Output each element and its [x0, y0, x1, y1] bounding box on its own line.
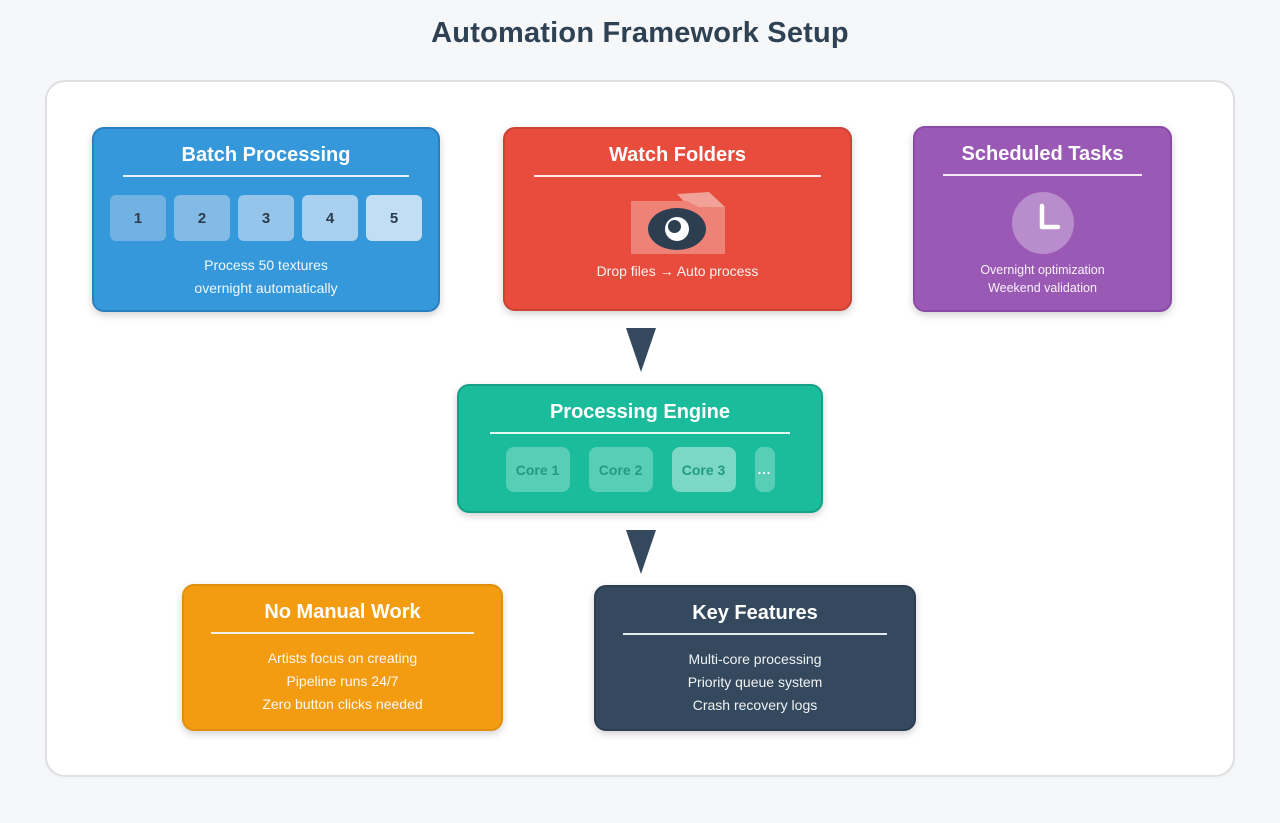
watch-title: Watch Folders	[608, 144, 747, 166]
scheduled-caption-line: Overnight optimization	[980, 263, 1105, 277]
down-arrow-to-results	[626, 530, 656, 574]
manual-caption-line: Zero button clicks needed	[262, 696, 423, 712]
scheduled-caption: Overnight optimization Weekend validatio…	[980, 261, 1104, 297]
title-underline	[489, 432, 791, 434]
batch-tile-2: 2	[174, 195, 230, 241]
box-processing-engine: Processing Engine Core 1 Core 2 Core 3 .…	[457, 384, 823, 513]
batch-tile-5: 5	[366, 195, 422, 241]
down-arrow-to-engine	[626, 328, 656, 372]
watch-folder-eye-icon	[630, 192, 725, 254]
watch-caption: Drop files → Auto process	[596, 263, 759, 279]
box-key-features: Key Features Multi-core processing Prior…	[594, 585, 916, 731]
manual-title: No Manual Work	[264, 601, 421, 623]
batch-tiles: 1 2 3 4 5	[110, 195, 422, 241]
batch-caption: Process 50 textures overnight automatica…	[194, 254, 337, 300]
features-caption-line: Priority queue system	[687, 674, 823, 690]
engine-cores: Core 1 Core 2 Core 3 ...	[505, 447, 775, 492]
scheduled-caption-line: Weekend validation	[988, 281, 1097, 295]
box-batch-processing: Batch Processing 1 2 3 4 5 Process 50 te…	[92, 127, 440, 312]
diagram-board: Batch Processing 1 2 3 4 5 Process 50 te…	[45, 80, 1235, 777]
scheduled-title: Scheduled Tasks	[961, 143, 1124, 165]
batch-caption-line: overnight automatically	[194, 280, 338, 296]
features-caption: Multi-core processing Priority queue sys…	[688, 648, 823, 717]
title-underline	[623, 633, 887, 635]
engine-title: Processing Engine	[549, 401, 731, 423]
core-more-chip: ...	[754, 447, 775, 492]
batch-tile-4: 4	[302, 195, 358, 241]
batch-tile-3: 3	[238, 195, 294, 241]
core-chip-2: Core 2	[588, 447, 653, 492]
box-watch-folders: Watch Folders Drop files → Auto process	[503, 127, 852, 311]
page-title: Automation Framework Setup	[431, 17, 849, 49]
manual-caption: Artists focus on creating Pipeline runs …	[262, 647, 422, 716]
features-title: Key Features	[692, 602, 818, 624]
title-underline	[210, 632, 475, 634]
batch-tile-1: 1	[110, 195, 166, 241]
features-caption-line: Crash recovery logs	[692, 697, 818, 713]
box-scheduled-tasks: Scheduled Tasks Overnight optimization W…	[913, 126, 1172, 312]
manual-caption-line: Pipeline runs 24/7	[286, 673, 399, 689]
title-underline	[534, 175, 821, 177]
core-chip-3: Core 3	[671, 447, 736, 492]
box-no-manual-work: No Manual Work Artists focus on creating…	[182, 584, 503, 731]
features-caption-line: Multi-core processing	[688, 651, 822, 667]
title-underline	[943, 174, 1142, 176]
batch-title: Batch Processing	[181, 144, 351, 166]
title-underline	[123, 175, 409, 177]
clock-icon	[1011, 192, 1074, 254]
manual-caption-line: Artists focus on creating	[267, 650, 418, 666]
core-chip-1: Core 1	[505, 447, 570, 492]
batch-caption-line: Process 50 textures	[204, 257, 328, 273]
